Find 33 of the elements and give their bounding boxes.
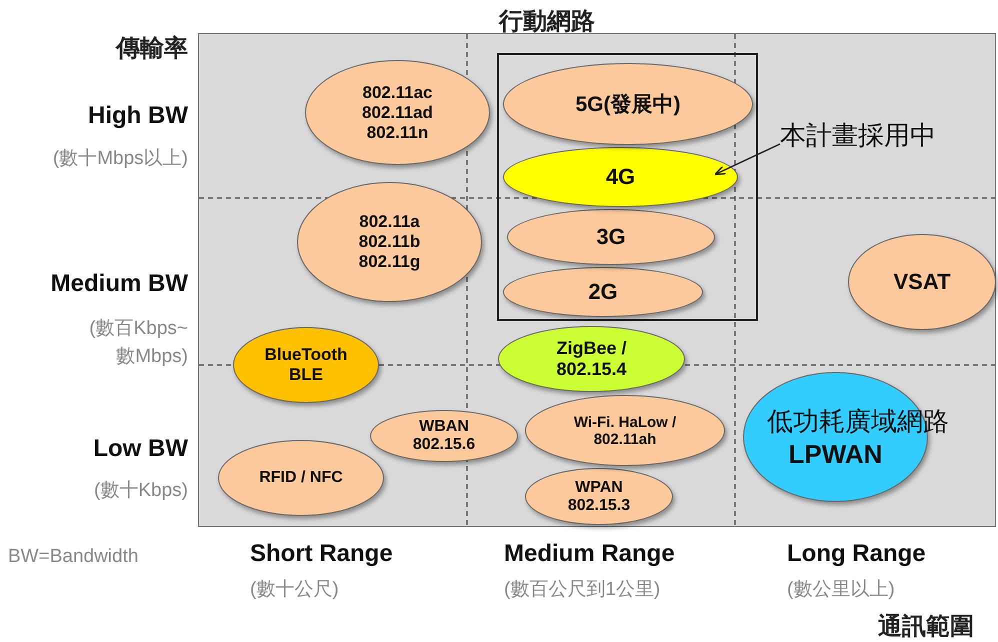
axis-note: (數十公尺) (250, 578, 339, 602)
leader-arrow (714, 143, 780, 176)
bubble-label: 4G (604, 164, 636, 190)
axis-title: 通訊範圍 (878, 612, 974, 642)
bubble-label: WPAN 802.15.3 (566, 478, 632, 514)
axis-category: Medium Range (504, 540, 675, 568)
footnote: BW=Bandwidth (8, 546, 138, 568)
callout-text: 本計畫採用中 (780, 118, 965, 152)
bubble-label: ZigBee / 802.15.4 (555, 338, 628, 380)
axis-category: Short Range (250, 540, 393, 568)
group-title: 行動網路 (499, 7, 595, 37)
axis-category: Medium BW (50, 270, 188, 298)
axis-category: Low BW (92, 435, 188, 463)
bubble-label: 2G (587, 279, 619, 305)
bubble-label: BlueTooth BLE (264, 345, 348, 385)
axis-note: (數公里以上) (787, 578, 895, 602)
bubble-label: 5G(發展中) (574, 92, 682, 118)
bubble-label: 3G (595, 224, 627, 250)
bubble-label: 802.11a 802.11b 802.11g (358, 212, 422, 272)
axis-title: 傳輸率 (114, 34, 188, 64)
axis-note: (數十Kbps) (93, 479, 188, 503)
axis-note: (數十Mbps以上) (52, 147, 188, 171)
bubble-label: Wi-Fi. HaLow / 802.11ah (572, 414, 678, 448)
bubble-label: RFID / NFC (258, 469, 344, 487)
bubble-label: LPWAN (788, 439, 882, 470)
axis-category: Long Range (787, 540, 926, 568)
axis-category: High BW (87, 102, 188, 130)
bubble-label: 低功耗廣域網路 (767, 405, 949, 438)
axis-note: (數百Kbps~ 數Mbps) (88, 317, 188, 369)
bubble-label: 802.11ac 802.11ad 802.11n (361, 82, 434, 142)
bubble-label: VSAT (892, 269, 952, 295)
axis-note: (數百公尺到1公里) (504, 578, 660, 602)
bubble-label: WBAN 802.15.6 (412, 418, 476, 454)
